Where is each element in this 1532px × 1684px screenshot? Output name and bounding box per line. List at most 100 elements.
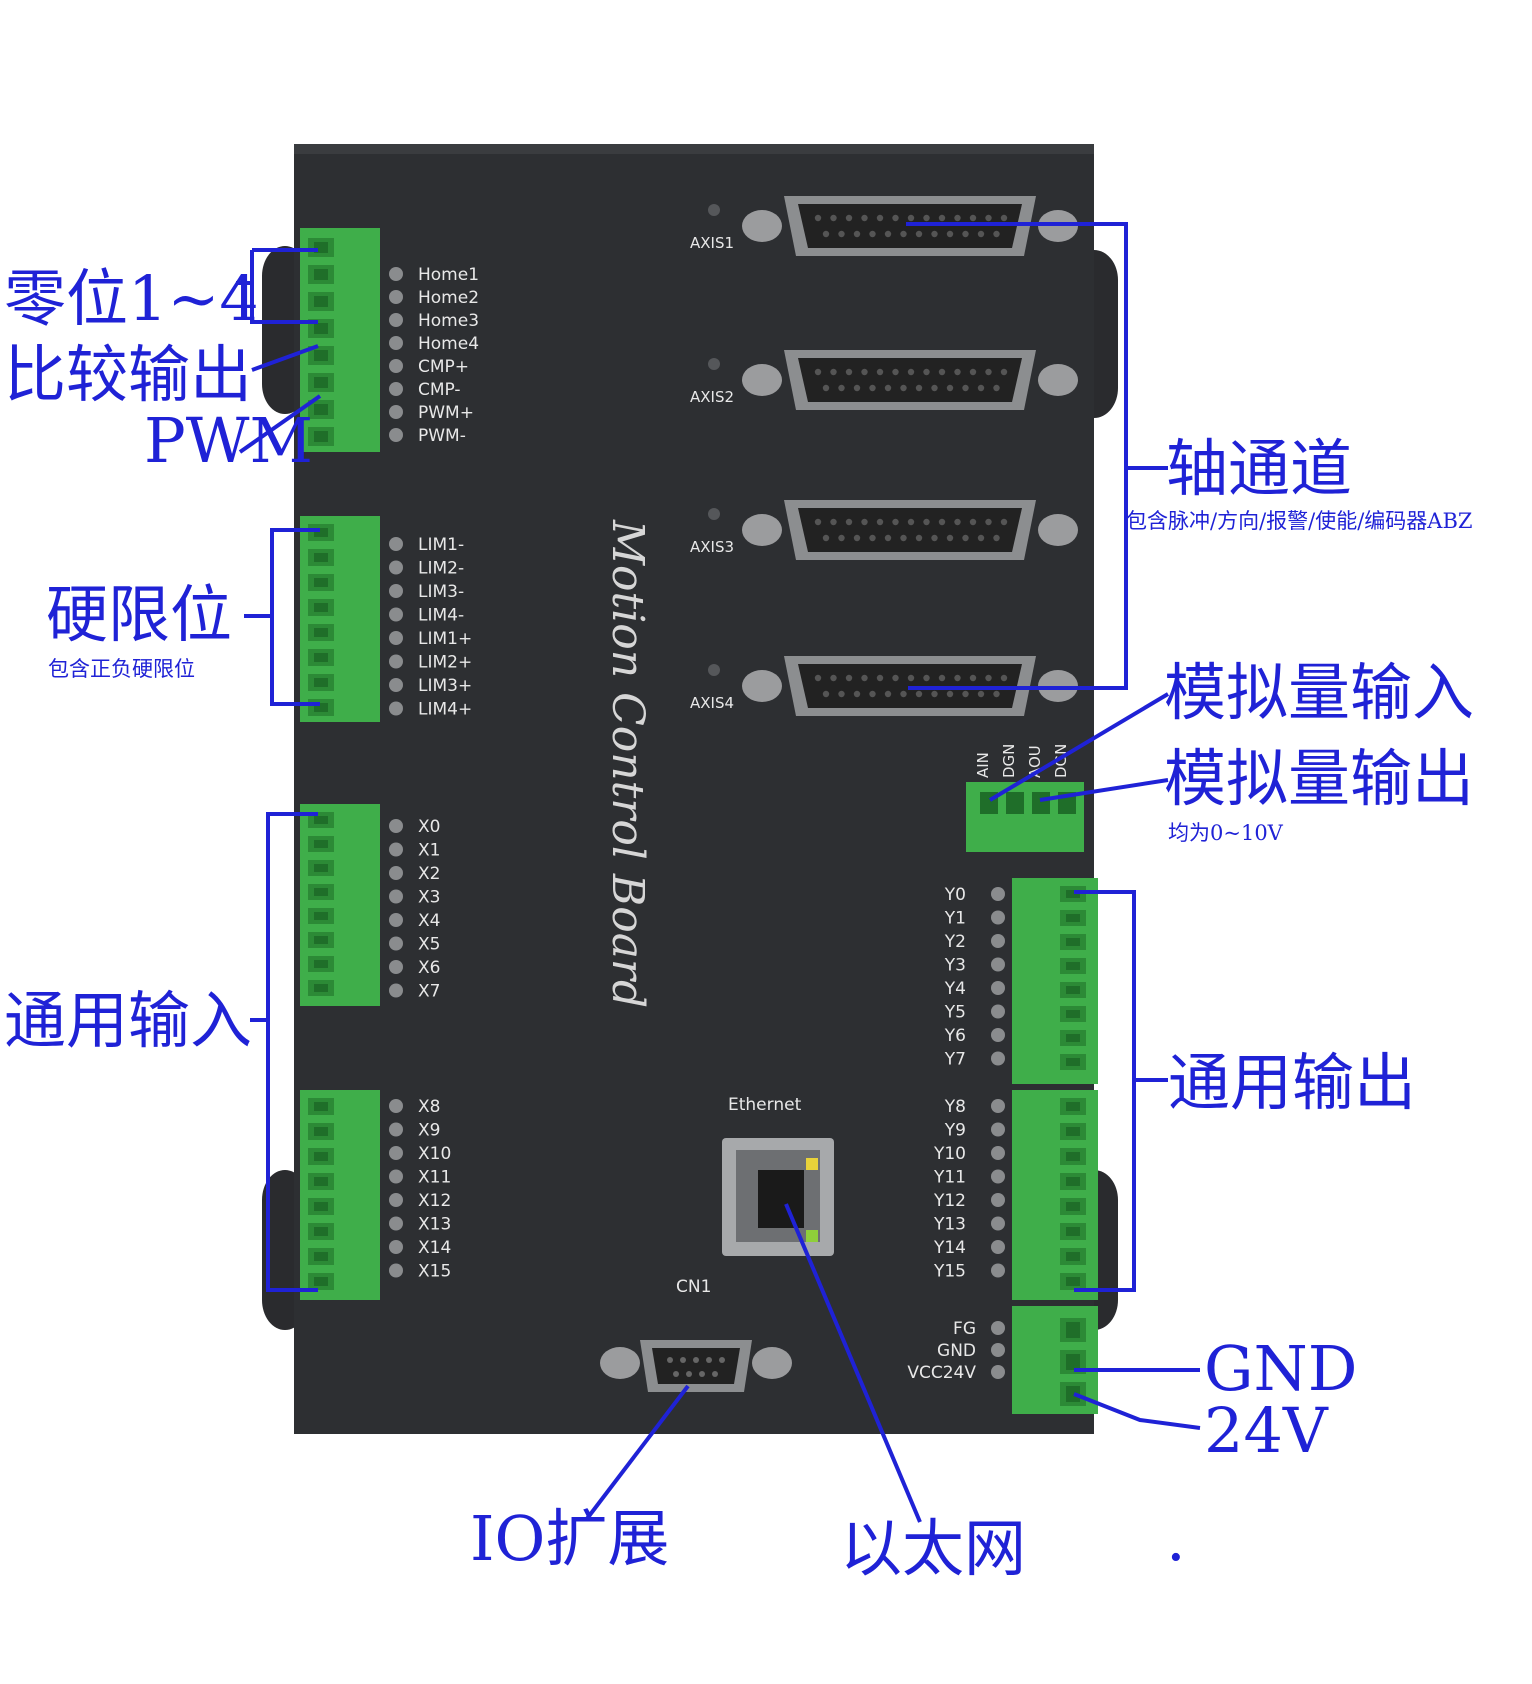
output-led (991, 1146, 1005, 1160)
terminal-screw (1066, 1152, 1080, 1161)
input-label: X2 (418, 864, 440, 884)
ethernet-silk-label: Ethernet (728, 1095, 802, 1115)
terminal-screw (314, 703, 328, 712)
home-led (389, 382, 403, 396)
terminal-screw (1066, 1322, 1080, 1338)
callout-analog-note: 均为0~10V (1168, 821, 1284, 845)
axis-connector[interactable] (742, 350, 1078, 410)
terminal-screw (314, 377, 328, 388)
terminal-analog (966, 782, 1084, 852)
terminal-screw (314, 864, 328, 872)
input-label: X12 (418, 1191, 451, 1211)
output-led (991, 1240, 1005, 1254)
input-led (389, 1193, 403, 1207)
output-led (991, 1028, 1005, 1042)
terminal-screw (1066, 1227, 1080, 1236)
terminal-screw (314, 1202, 328, 1211)
input-led (389, 913, 403, 927)
lim-label: LIM2- (418, 559, 464, 579)
input-led (389, 1146, 403, 1160)
terminal-y-b (1012, 1090, 1098, 1300)
terminal-screw (1066, 1102, 1080, 1111)
home-label: Home1 (418, 265, 479, 285)
terminal-screw (314, 984, 328, 992)
terminal-x-b (300, 1090, 380, 1300)
home-label: CMP- (418, 380, 461, 400)
input-led (389, 936, 403, 951)
lim-label: LIM1+ (418, 629, 472, 649)
callout-pwm: PWM (144, 404, 313, 477)
callout-axis: 轴通道 (1166, 432, 1352, 505)
board-top-edge (294, 144, 1094, 154)
output-led (991, 1193, 1005, 1207)
terminal-lim (300, 516, 380, 722)
terminal-screw (314, 431, 328, 442)
home-label: Home3 (418, 311, 479, 331)
terminal-screw (1066, 1058, 1080, 1066)
terminal-screw (314, 528, 328, 537)
terminal-screw (1066, 1127, 1080, 1136)
terminal-screw (314, 1177, 328, 1186)
lim-led (389, 701, 403, 716)
callout-axis-note: 包含脉冲/方向/报警/使能/编码器ABZ (1126, 509, 1473, 533)
input-led (389, 889, 403, 904)
output-label: Y1 (944, 909, 966, 929)
output-led (991, 1004, 1005, 1019)
home-label: CMP+ (418, 357, 469, 377)
input-led (389, 819, 403, 833)
home-label: PWM+ (418, 403, 474, 423)
callout-ethernet: 以太网 (840, 1512, 1026, 1585)
home-led (389, 290, 403, 304)
terminal-screw (1066, 890, 1080, 898)
home-label: Home4 (418, 334, 479, 354)
output-label: Y14 (933, 1238, 966, 1258)
cn1-port[interactable] (600, 1340, 792, 1392)
input-led (389, 866, 403, 880)
input-label: X1 (418, 841, 440, 861)
output-led (991, 1263, 1005, 1278)
output-led (991, 957, 1005, 972)
terminal-screw (1066, 1202, 1080, 1211)
callout-leaders (236, 222, 1201, 1523)
output-led (991, 1216, 1005, 1231)
home-label: PWM- (418, 426, 466, 446)
callout-compare: 比较输出 (4, 338, 252, 411)
terminal-screw (314, 553, 328, 562)
input-label: X11 (418, 1168, 451, 1188)
output-label: Y3 (944, 956, 966, 976)
callout-limit-note: 包含正负硬限位 (48, 657, 195, 681)
home-led (389, 428, 403, 442)
output-led (991, 1051, 1005, 1066)
home-led (389, 359, 403, 373)
input-label: X6 (418, 958, 440, 978)
terminal-screw (1066, 1252, 1080, 1261)
lim-label: LIM1- (418, 535, 464, 555)
terminal-screw (1066, 962, 1080, 970)
home-label: Home2 (418, 288, 479, 308)
output-led (991, 1122, 1005, 1137)
axis-connector[interactable] (742, 500, 1078, 560)
lim-label: LIM4- (418, 606, 464, 626)
lim-label: LIM3+ (418, 676, 472, 696)
home-led (389, 267, 403, 281)
analog-label: DGN (1000, 744, 1018, 778)
power-label: VCC24V (907, 1363, 976, 1383)
axis-led (708, 204, 720, 216)
input-led (389, 983, 403, 998)
lim-label: LIM3- (418, 582, 464, 602)
terminal-screw (314, 912, 328, 920)
callout-analog-in: 模拟量输入 (1164, 656, 1474, 729)
lim-led (389, 631, 403, 645)
axis-led (708, 358, 720, 370)
callout-limit: 硬限位 (46, 578, 232, 651)
terminal-screw (314, 603, 328, 612)
callout-home: 零位1~4 (4, 262, 259, 335)
axis-led (708, 664, 720, 676)
lim-led (389, 678, 403, 692)
terminal-screw (314, 678, 328, 687)
input-label: X14 (418, 1238, 451, 1258)
ethernet-port[interactable] (722, 1138, 834, 1256)
input-label: X15 (418, 1262, 451, 1282)
callout-general-out: 通用输出 (1168, 1046, 1416, 1119)
